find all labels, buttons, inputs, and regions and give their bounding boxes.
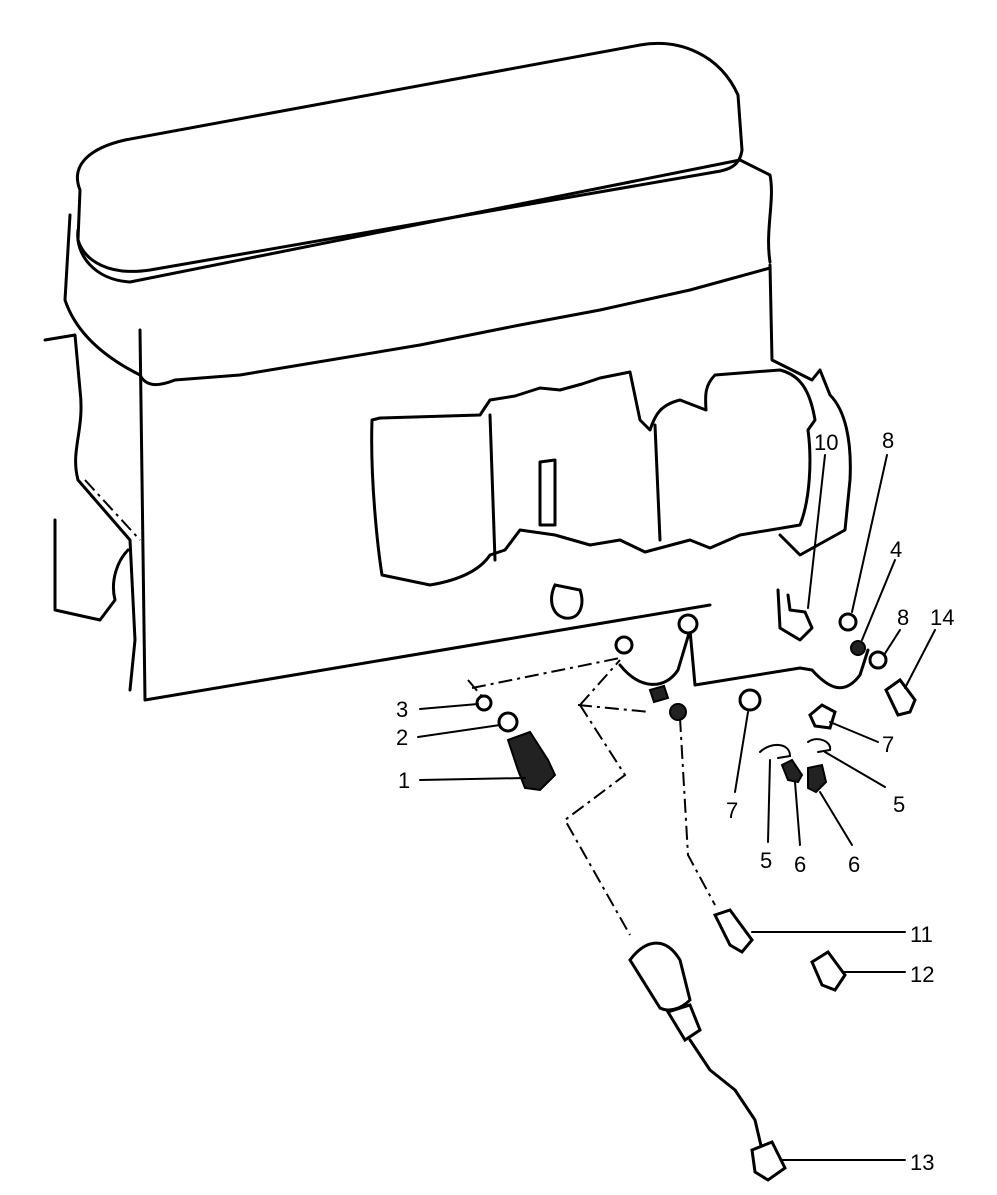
assembly-line-b: [577, 704, 651, 713]
part-8-seal-b: [868, 650, 888, 670]
leader-14: [904, 629, 936, 689]
part-6-screw-b: [807, 763, 828, 794]
block-right-edge: [768, 263, 852, 557]
leader-8b: [883, 629, 901, 656]
callout-14: 14: [930, 605, 954, 630]
engine-block: [138, 328, 712, 702]
callout-8-a: 8: [882, 428, 894, 453]
exhaust-manifold: [370, 368, 817, 587]
callout-4: 4: [890, 537, 902, 562]
part-7-plug-a: [738, 688, 762, 712]
part-13-sender-body: [628, 941, 692, 1012]
leader-4: [861, 559, 896, 641]
part-nut-left: [614, 635, 634, 655]
manifold-inner: [488, 413, 662, 562]
tube-nut: [648, 684, 670, 704]
part-1-plug: [506, 730, 557, 792]
callout-11: 11: [910, 922, 933, 947]
callout-10: 10: [814, 430, 838, 455]
part-13-sender-stem: [665, 1003, 702, 1043]
leader-5b: [824, 751, 886, 788]
part-nut-centre: [669, 703, 687, 721]
cylinder-head: [63, 213, 772, 387]
callout-2: 2: [396, 725, 408, 750]
part-4-nut: [850, 640, 866, 656]
valve-cover-rim: [76, 158, 773, 284]
part-8-seal-a: [838, 612, 858, 632]
sensor-tube: [618, 628, 870, 690]
leader-1: [419, 777, 526, 781]
leader-10: [807, 454, 826, 609]
assembly-line-d: [563, 704, 631, 936]
leader-7b: [829, 721, 879, 743]
leader-7a: [734, 711, 749, 793]
callout-3: 3: [396, 697, 408, 722]
leader-6b: [819, 791, 853, 846]
timing-cover-edge: [84, 479, 141, 541]
valve-cover: [75, 41, 744, 273]
assembly-line-a: [471, 657, 621, 689]
callout-1: 1: [398, 768, 410, 793]
assembly-line-c: [579, 659, 621, 706]
part-5-clip-a: [759, 744, 792, 759]
part-5-clip-b: [807, 738, 832, 753]
part-13-connector: [750, 1140, 787, 1182]
callout-7-b: 7: [882, 732, 894, 757]
callout-8-b: 8: [897, 605, 909, 630]
callout-5-b: 5: [893, 792, 905, 817]
part-6-screw-a: [780, 758, 804, 784]
callout-7-a: 7: [726, 798, 738, 823]
part-7-plug-b: [808, 703, 837, 730]
part-13-lead-wire: [688, 1038, 764, 1152]
leader-2: [417, 724, 501, 738]
part-12-plug: [810, 949, 847, 992]
part-14-bolt: [884, 677, 917, 717]
assembly-line-e: [679, 717, 716, 906]
callout-6-a: 6: [794, 852, 806, 877]
block-front-lower: [53, 518, 130, 622]
callout-6-b: 6: [848, 852, 860, 877]
part-2-washer: [497, 711, 519, 733]
sensor-boss: [550, 583, 584, 620]
part-3-ball: [475, 694, 493, 712]
leader-8a: [851, 454, 888, 613]
block-front-face: [43, 333, 137, 692]
part-11-sensor: [712, 908, 754, 954]
callout-5-a: 5: [760, 848, 772, 873]
callout-13: 13: [910, 1150, 934, 1175]
leader-6a: [794, 781, 801, 846]
bracket-part-10: [776, 588, 814, 642]
leader-5a: [767, 759, 771, 843]
leader-3: [419, 703, 479, 710]
callout-12: 12: [910, 962, 934, 987]
tube-end-fitting: [677, 613, 699, 635]
